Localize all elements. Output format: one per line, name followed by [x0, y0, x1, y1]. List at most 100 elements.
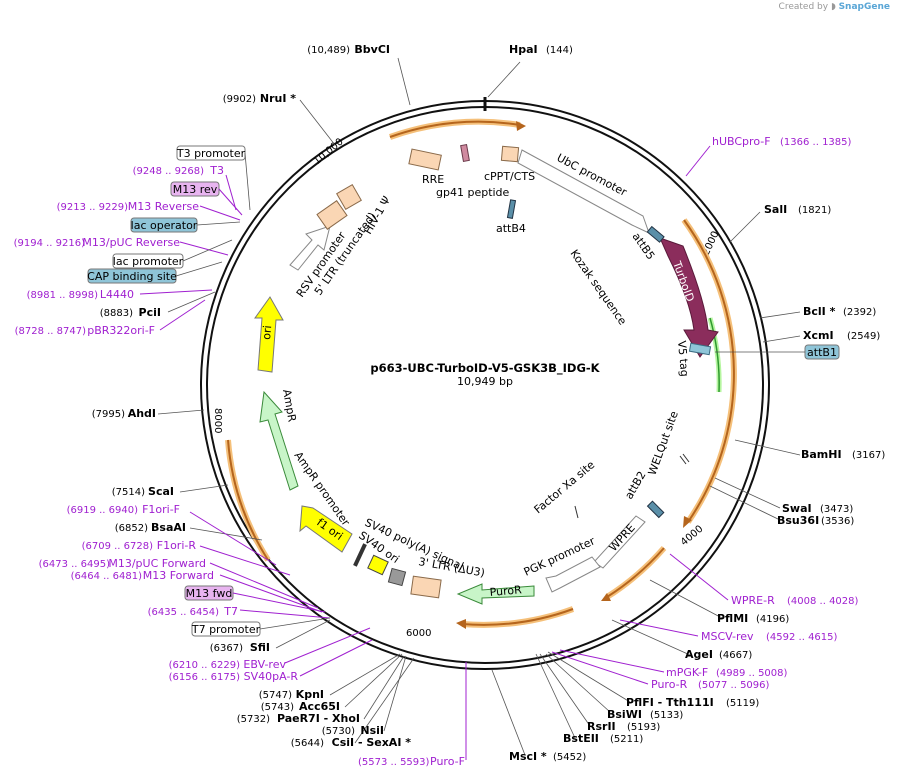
- primer-wpre-r: WPRE-R: [731, 594, 775, 607]
- primers-left: T3 (9248 .. 9268) M13 Reverse (9213 .. 9…: [14, 164, 299, 683]
- feature-f1ori: [299, 505, 353, 553]
- primer-mpgk-f: mPGK-F: [666, 666, 708, 679]
- feature-attb4: [506, 199, 517, 219]
- feature-puror: [456, 583, 535, 605]
- feature-turboid: [659, 237, 719, 358]
- primer-t3: T3: [209, 164, 224, 177]
- primer-m13puc-reverse: M13/pUC Reverse: [82, 236, 180, 249]
- backbone: [200, 97, 770, 670]
- primer-mscv-rev-pos: (4592 .. 4615): [766, 632, 838, 643]
- site-pcii: PciI: [139, 306, 161, 319]
- orf-arcs: [225, 118, 737, 629]
- site-bsiwi: BsiWI: [607, 708, 642, 721]
- tick-6000: 6000: [406, 628, 431, 639]
- plasmid-name: p663-UBC-TurboID-V5-GSK3B_IDG-K: [370, 361, 600, 376]
- site-bamhi-pos: (3167): [852, 450, 885, 461]
- site-pcii-pos: (8883): [100, 308, 133, 319]
- feature-kozak-label: Kozak sequence: [568, 247, 630, 327]
- primers-right: hUBCpro-F (1366 .. 1385) WPRE-R (4008 ..…: [358, 135, 859, 768]
- site-sali: SalI: [764, 203, 787, 216]
- primer-f1ori-f: F1ori-F: [142, 503, 180, 516]
- snapgene-logo-icon: ◗: [830, 2, 836, 12]
- site-rsrii: RsrII: [587, 720, 616, 733]
- feature-ampr-label: AmpR: [280, 388, 299, 423]
- site-pflfi-pos: (5119): [726, 698, 759, 709]
- box-m13-fwd: M13 fwd: [186, 587, 233, 600]
- site-csii-pos: (5644): [291, 738, 324, 749]
- site-nsii: NsiI: [360, 724, 384, 737]
- box-t3-promoter: T3 promoter: [176, 147, 246, 160]
- primer-puro-r-pos: (5077 .. 5096): [698, 680, 770, 691]
- box-m13-rev: M13 rev: [173, 183, 218, 196]
- sites-right: HpaI (144) SalI (1821) BclI * (2392) Xcm…: [509, 43, 885, 763]
- primer-puro-r: Puro-R: [651, 678, 688, 691]
- site-paer7i-pos: (5732): [237, 714, 270, 725]
- site-bamhi: BamHI: [801, 448, 842, 461]
- feature-attb2-label: attB2: [622, 469, 648, 501]
- tick-10000: 10,000: [312, 136, 346, 167]
- site-sfii-pos: (6367): [210, 643, 243, 654]
- site-ahdi-pos: (7995): [92, 409, 125, 420]
- feature-cppt-label: cPPT/CTS: [484, 170, 535, 183]
- feature-welqut-label: WELQut site: [646, 409, 681, 477]
- site-msci: MscI *: [509, 750, 547, 763]
- primer-mpgk-f-pos: (4989 .. 5008): [716, 668, 788, 679]
- site-swai: SwaI: [782, 502, 812, 515]
- site-bsu36i: Bsu36I: [777, 514, 819, 527]
- site-ahdi: AhdI: [128, 407, 156, 420]
- plasmid-size: 10,949 bp: [457, 375, 513, 388]
- feature-sv40ori: [367, 554, 389, 576]
- primer-puro-f-pos: (5573 .. 5593): [358, 757, 430, 768]
- site-bbvci: BbvCI: [354, 43, 390, 56]
- site-paer7i: PaeR7I - XhoI: [277, 712, 360, 725]
- site-msci-pos: (5452): [553, 752, 586, 763]
- site-nsii-pos: (5730): [322, 726, 355, 737]
- primer-f1ori-f-pos: (6919 .. 6940): [67, 505, 139, 516]
- feature-attb5: [646, 225, 665, 243]
- primer-t3-pos: (9248 .. 9268): [133, 166, 205, 177]
- primer-leaders: [139, 145, 729, 760]
- primer-mscv-rev: MSCV-rev: [701, 630, 754, 643]
- site-kpni: KpnI: [296, 688, 324, 701]
- feature-attb2: [646, 500, 665, 519]
- site-acc65i: Acc65I: [299, 700, 340, 713]
- box-cap-binding: CAP binding site: [87, 270, 177, 283]
- feature-rre-label: RRE: [422, 173, 444, 186]
- feature-3ltr: [410, 575, 442, 599]
- site-kpni-pos: (5747): [259, 690, 292, 701]
- primer-f1ori-r-pos: (6709 .. 6728): [82, 541, 154, 552]
- site-acc65i-pos: (5743): [261, 702, 294, 713]
- site-bbvci-pos: (10,489): [307, 45, 350, 56]
- site-bsaai-pos: (6852): [115, 523, 148, 534]
- site-hpai-pos: (144): [546, 45, 573, 56]
- site-hpai: HpaI: [509, 43, 538, 56]
- primer-puro-f: Puro-F: [430, 755, 465, 768]
- box-lac-promoter: lac promoter: [113, 255, 184, 268]
- feature-puror-label: PuroR: [489, 583, 522, 599]
- site-bcli: BclI *: [803, 305, 836, 318]
- primer-t7: T7: [223, 605, 238, 618]
- snapgene-credit: Created by ◗ SnapGene: [779, 2, 890, 12]
- primer-l4440-pos: (8981 .. 8998): [27, 290, 99, 301]
- primer-wpre-r-pos: (4008 .. 4028): [787, 596, 859, 607]
- primer-f1ori-r: F1ori-R: [157, 539, 197, 552]
- primer-sv40pa-r: SV40pA-R: [244, 670, 299, 683]
- box-labels: T3 promoter M13 rev lac operator lac pro…: [87, 145, 840, 637]
- site-agei: AgeI: [685, 648, 713, 661]
- site-nrui-pos: (9902): [223, 94, 256, 105]
- primer-t7-pos: (6435 .. 6454): [148, 607, 220, 618]
- primer-m13puc-reverse-pos: (9194 .. 9216): [14, 238, 86, 249]
- primer-m13-forward: M13 Forward: [143, 569, 214, 582]
- credit-brand: SnapGene: [838, 2, 890, 12]
- tick-4000: 4000: [679, 524, 706, 549]
- feature-v5-tag: [688, 342, 712, 356]
- box-t7-promoter: T7 promoter: [191, 623, 261, 636]
- feature-factorxa-label: Factor Xa site: [532, 458, 598, 516]
- primer-ebv-rev-pos: (6210 .. 6229): [169, 660, 241, 671]
- site-sfii: SfiI: [250, 641, 270, 654]
- primer-pbr322ori-f-pos: (8728 .. 8747): [15, 326, 87, 337]
- site-csii: CsiI - SexAI *: [332, 736, 412, 749]
- primer-m13-reverse-pos: (9213 .. 9229): [57, 202, 129, 213]
- primer-hubcpro-f: hUBCpro-F: [712, 135, 771, 148]
- feature-pgk-promoter: [545, 556, 601, 593]
